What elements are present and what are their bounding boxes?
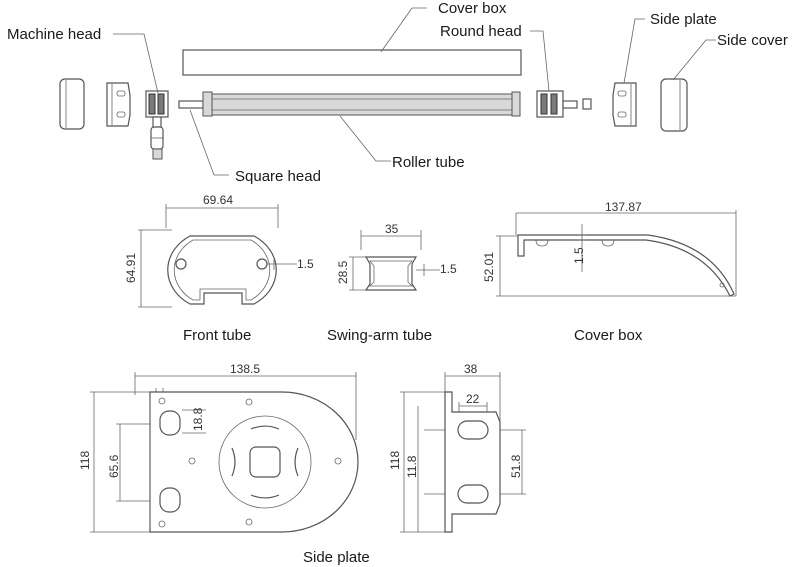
left-side-plate bbox=[106, 82, 131, 127]
round-head bbox=[536, 90, 592, 118]
right-side-plate bbox=[612, 82, 637, 127]
side-view-slot-width: 22 bbox=[466, 392, 480, 406]
swing-arm-tube-profile: 35 28.5 1.5 Swing-arm tube bbox=[327, 222, 457, 344]
cover-box-wall: 1.5 bbox=[572, 247, 586, 264]
side-view-width: 38 bbox=[464, 362, 478, 376]
cover-box-width: 137.87 bbox=[605, 200, 642, 214]
label-square-head: Square head bbox=[235, 168, 321, 185]
leader-lines bbox=[113, 7, 716, 176]
side-plate-width: 138.5 bbox=[230, 362, 260, 376]
exploded-view: Machine head Cover box Round head Side p… bbox=[7, 0, 788, 185]
side-view-lip: 11.8 bbox=[405, 455, 419, 478]
label-roller-tube: Roller tube bbox=[392, 154, 465, 171]
label-side-plate: Side plate bbox=[650, 11, 717, 28]
cover-box-profile: 137.87 52.01 1.5 Cover box bbox=[482, 200, 737, 344]
side-view-slot-spacing: 51.8 bbox=[509, 454, 523, 478]
roller-tube-assembly bbox=[178, 91, 521, 117]
swing-arm-tube-wall: 1.5 bbox=[440, 262, 457, 276]
left-side-cover bbox=[59, 78, 85, 130]
machine-head bbox=[145, 90, 169, 160]
caption-front-tube: Front tube bbox=[183, 327, 251, 344]
side-plate-height: 118 bbox=[78, 451, 92, 470]
side-plate-side-view: 38 22 118 11.8 51.8 Side plate bbox=[303, 362, 526, 566]
swing-arm-tube-height: 28.5 bbox=[336, 260, 350, 284]
label-side-cover: Side cover bbox=[717, 32, 788, 49]
caption-cover-box: Cover box bbox=[574, 327, 643, 344]
caption-side-plate: Side plate bbox=[303, 549, 370, 566]
front-tube-height: 64.91 bbox=[124, 253, 138, 283]
front-tube-width: 69.64 bbox=[203, 193, 233, 207]
right-side-cover bbox=[660, 78, 688, 132]
label-machine-head: Machine head bbox=[7, 26, 101, 43]
label-round-head: Round head bbox=[440, 23, 522, 40]
side-plate-front-view: 138.5 13 118 65.6 18.8 bbox=[78, 362, 359, 533]
side-plate-hole-height: 18.8 bbox=[191, 407, 205, 431]
front-tube-profile: 69.64 64.91 1.5 Front tube bbox=[124, 193, 314, 344]
caption-swing-arm-tube: Swing-arm tube bbox=[327, 327, 432, 344]
side-plate-hole-spacing: 65.6 bbox=[107, 454, 121, 478]
label-cover-box: Cover box bbox=[438, 0, 507, 17]
side-view-height: 118 bbox=[388, 451, 402, 470]
cover-box-height: 52.01 bbox=[482, 252, 496, 282]
cover-box-bar bbox=[182, 49, 522, 76]
front-tube-wall: 1.5 bbox=[297, 257, 314, 271]
swing-arm-tube-width: 35 bbox=[385, 222, 399, 236]
